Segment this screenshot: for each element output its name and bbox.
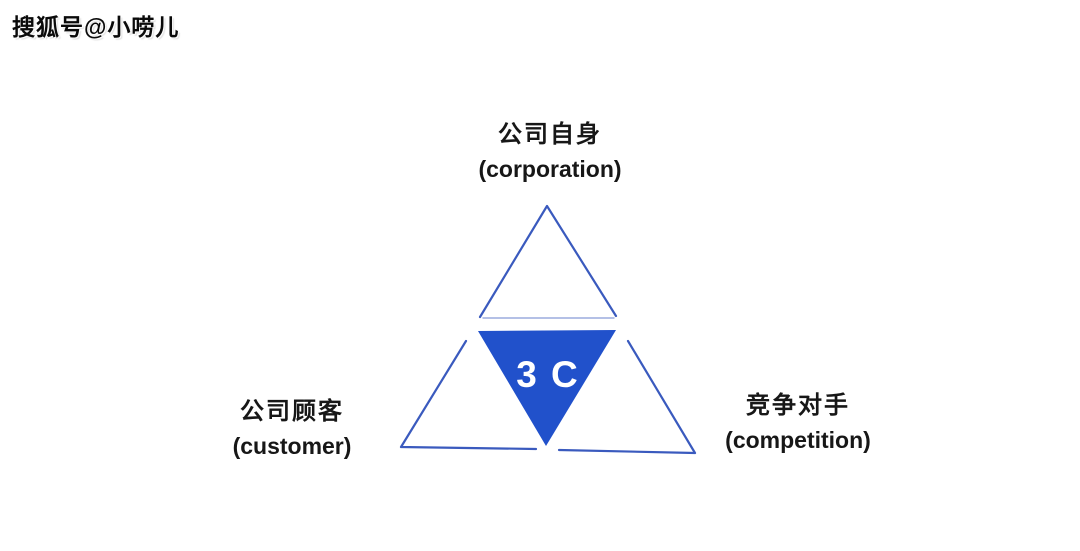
center-3c-label: 3 C (516, 354, 580, 395)
label-corporation-zh: 公司自身 (498, 121, 602, 148)
center-triangle-filled (478, 330, 616, 446)
label-customer: 公司顾客 (customer) (142, 394, 442, 464)
bottom-right-triangle-outline (557, 339, 697, 455)
label-customer-en: (customer) (232, 433, 352, 459)
label-corporation: 公司自身 (corporation) (400, 117, 700, 187)
label-customer-zh: 公司顾客 (240, 398, 344, 425)
bottom-left-triangle-outline (399, 339, 538, 451)
label-competition-zh: 竞争对手 (746, 392, 850, 419)
top-triangle-outline (478, 204, 618, 319)
watermark-text: 搜狐号@小唠儿 (12, 14, 180, 40)
label-corporation-en: (corporation) (478, 156, 622, 182)
label-competition-en: (competition) (725, 427, 871, 453)
label-competition: 竞争对手 (competition) (648, 388, 948, 458)
